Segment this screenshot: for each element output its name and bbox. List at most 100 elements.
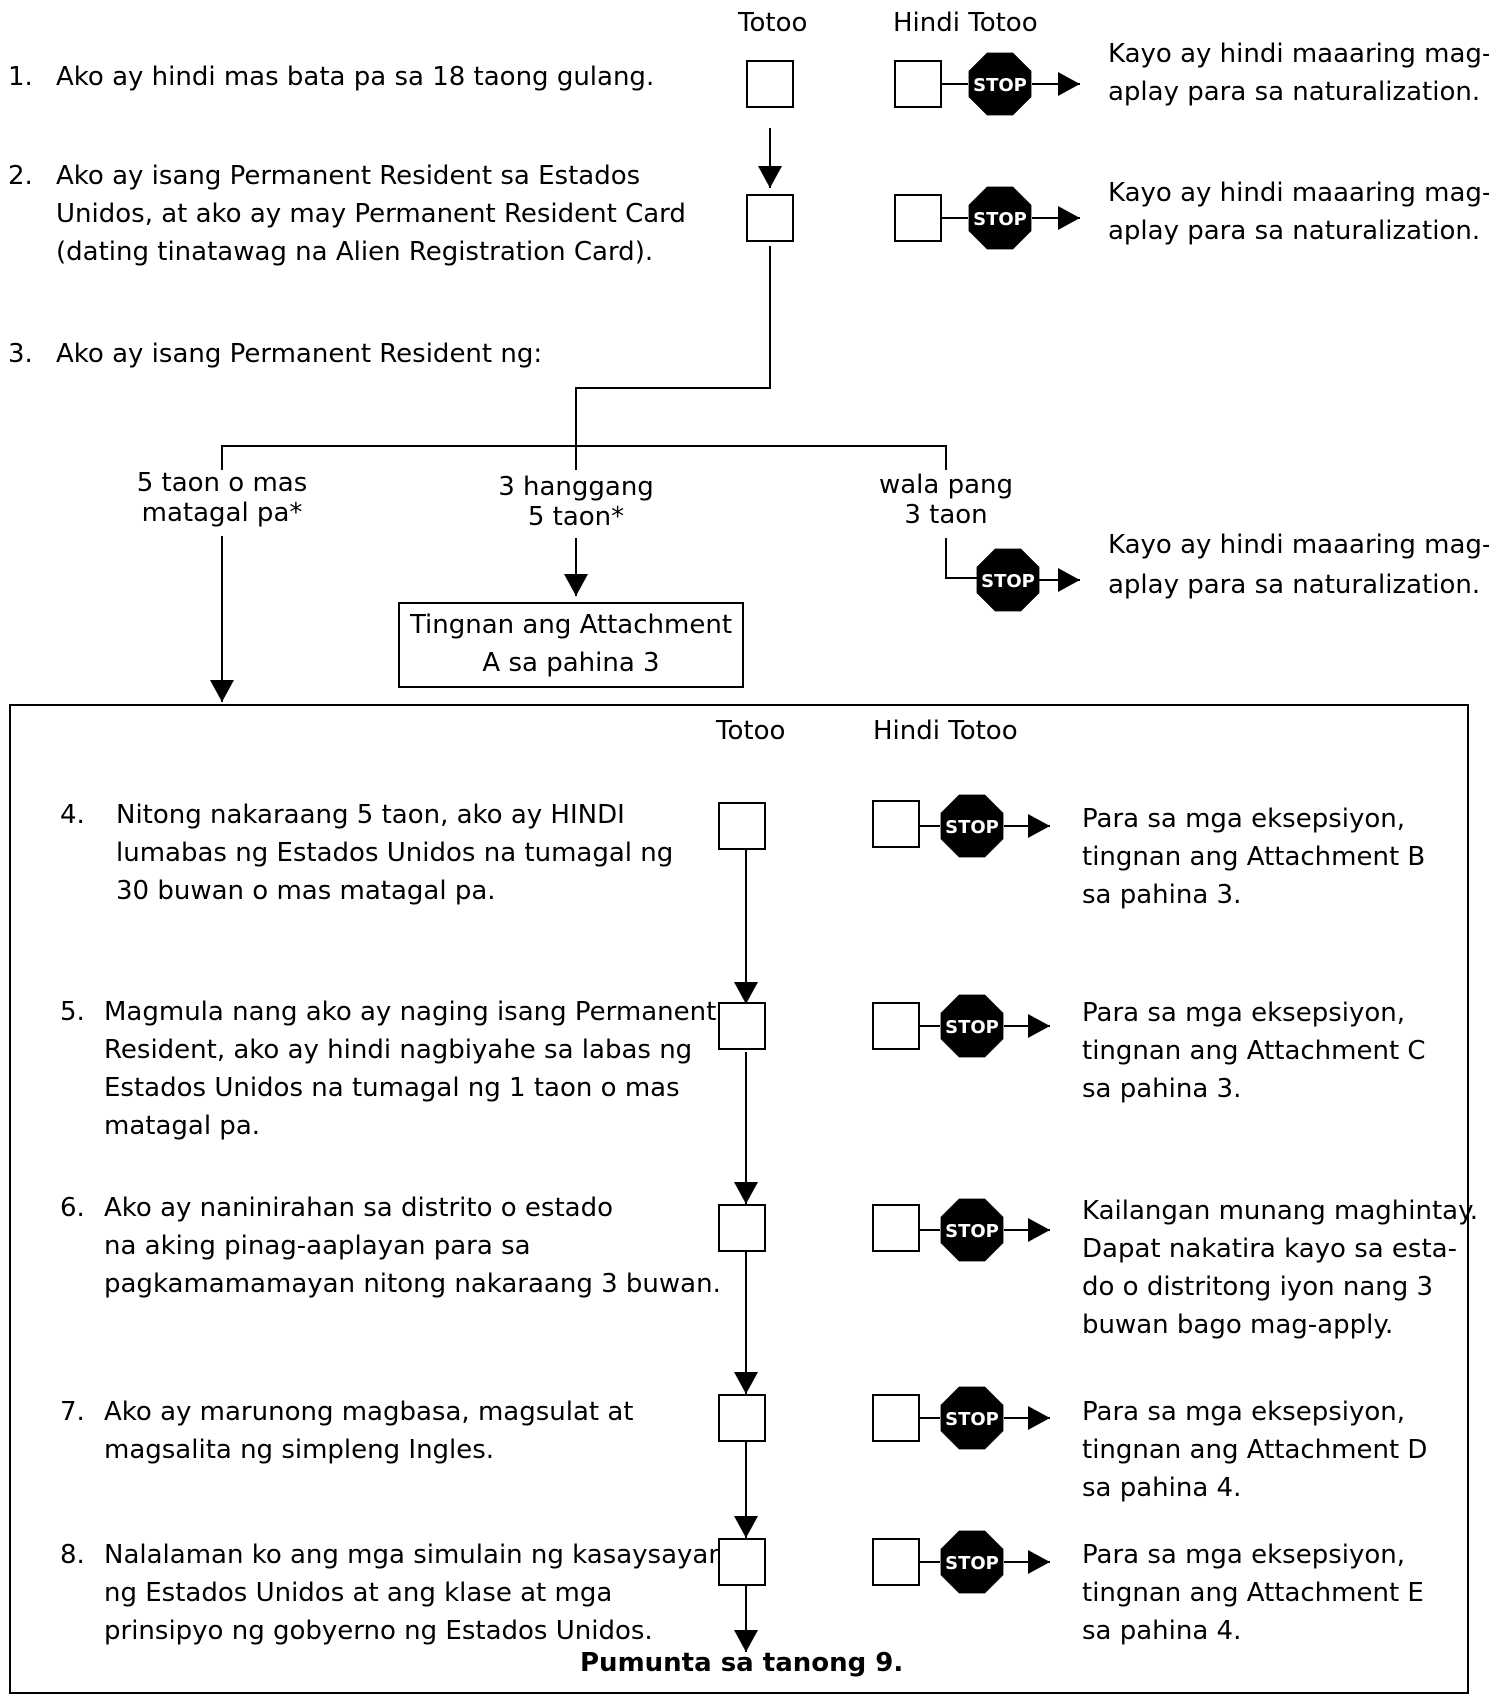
line-branch-c-stop [945, 538, 978, 579]
q4-text-line1: Nitong nakaraang 5 taon, ako ay HINDI [116, 800, 625, 830]
q8-false-checkbox[interactable] [872, 1538, 920, 1586]
line-q2-q3 [575, 246, 771, 470]
attachment-a-line2: A sa pahina 3 [482, 648, 660, 678]
q3-number: 3. [8, 339, 33, 369]
stop-octagon [940, 1386, 1004, 1450]
q3-outcome-line2: aplay para sa naturalization. [1108, 570, 1481, 600]
box-header-false: Hindi Totoo [873, 716, 1018, 746]
stop-label: STOP [945, 1221, 999, 1242]
stop-label: STOP [945, 817, 999, 838]
q4-outcome-line3: sa pahina 3. [1082, 880, 1242, 910]
q1-stop-sign: STOP [968, 52, 1032, 116]
stop-label: STOP [945, 1017, 999, 1038]
attachment-a-line1: Tingnan ang Attachment [409, 610, 733, 640]
q5-true-checkbox[interactable] [718, 1002, 766, 1050]
q2-false-checkbox[interactable] [894, 194, 942, 242]
box-header-true: Totoo [716, 716, 786, 746]
q5-number: 5. [60, 997, 85, 1027]
stop-octagon [968, 186, 1032, 250]
stop-octagon [940, 1198, 1004, 1262]
q6-outcome-line2: Dapat nakatira kayo sa esta- [1082, 1234, 1457, 1264]
q5-text-line3: Estados Unidos na tumagal ng 1 taon o ma… [104, 1073, 680, 1103]
q8-outcome-line2: tingnan ang Attachment E [1082, 1578, 1424, 1608]
q4-text-line2: lumabas ng Estados Unidos na tumagal ng [116, 838, 674, 868]
q5-text-line4: matagal pa. [104, 1111, 261, 1141]
q1-number: 1. [8, 62, 33, 92]
q5-false-checkbox[interactable] [872, 1002, 920, 1050]
q2-outcome-line1: Kayo ay hindi maaaring mag- [1108, 178, 1489, 208]
q4-outcome-line2: tingnan ang Attachment B [1082, 842, 1426, 872]
q5-text-line2: Resident, ako ay hindi nagbiyahe sa laba… [104, 1035, 693, 1065]
stop-label: STOP [945, 1553, 999, 1574]
q5-text-line1: Magmula nang ako ay naging isang Permane… [104, 997, 717, 1027]
header-false: Hindi Totoo [893, 8, 1038, 38]
q7-outcome-line1: Para sa mga eksepsiyon, [1082, 1397, 1406, 1427]
stop-label: STOP [973, 209, 1027, 230]
q2-text-line1: Ako ay isang Permanent Resident sa Estad… [56, 161, 641, 191]
q4-outcome-line1: Para sa mga eksepsiyon, [1082, 804, 1406, 834]
q4-true-checkbox[interactable] [718, 802, 766, 850]
q8-true-checkbox[interactable] [718, 1538, 766, 1586]
q6-outcome-line1: Kailangan munang maghintay. [1082, 1196, 1479, 1226]
q5-outcome-line3: sa pahina 3. [1082, 1074, 1242, 1104]
q6-stop-sign: STOP [940, 1198, 1004, 1262]
stop-octagon [968, 52, 1032, 116]
branch-bar [221, 445, 947, 470]
q4-number: 4. [60, 800, 85, 830]
branch-5-years-line2: matagal pa* [141, 498, 303, 528]
q7-false-checkbox[interactable] [872, 1394, 920, 1442]
q4-text-line3: 30 buwan o mas matagal pa. [116, 876, 496, 906]
stop-label: STOP [973, 75, 1027, 96]
q8-number: 8. [60, 1540, 85, 1570]
q3-outcome-line1: Kayo ay hindi maaaring mag- [1108, 530, 1489, 560]
header-true: Totoo [738, 8, 808, 38]
q1-true-checkbox[interactable] [746, 60, 794, 108]
q4-false-checkbox[interactable] [872, 800, 920, 848]
q4-stop-sign: STOP [940, 794, 1004, 858]
q6-true-checkbox[interactable] [718, 1204, 766, 1252]
q7-number: 7. [60, 1397, 85, 1427]
q8-outcome-line1: Para sa mga eksepsiyon, [1082, 1540, 1406, 1570]
q7-outcome-line3: sa pahina 4. [1082, 1473, 1242, 1503]
branch-3-5-years-line1: 3 hanggang [498, 472, 654, 502]
q8-text-line1: Nalalaman ko ang mga simulain ng kasaysa… [104, 1540, 725, 1570]
q1-outcome-line2: aplay para sa naturalization. [1108, 77, 1481, 107]
stop-label: STOP [981, 571, 1035, 592]
q7-true-checkbox[interactable] [718, 1394, 766, 1442]
q3-stop-sign: STOP [976, 548, 1040, 612]
q6-outcome-line3: do o distritong iyon nang 3 [1082, 1272, 1434, 1302]
stop-octagon [940, 794, 1004, 858]
stop-octagon [976, 548, 1040, 612]
q7-text-line1: Ako ay marunong magbasa, magsulat at [104, 1397, 634, 1427]
q2-text-line2: Unidos, at ako ay may Permanent Resident… [56, 199, 686, 229]
q6-false-checkbox[interactable] [872, 1204, 920, 1252]
q3-text: Ako ay isang Permanent Resident ng: [56, 339, 543, 369]
q5-outcome-line2: tingnan ang Attachment C [1082, 1036, 1426, 1066]
q8-text-line3: prinsipyo ng gobyerno ng Estados Unidos. [104, 1616, 653, 1646]
stop-octagon [940, 1530, 1004, 1594]
q6-text-line1: Ako ay naninirahan sa distrito o estado [104, 1193, 614, 1223]
q6-text-line2: na aking pinag-aaplayan para sa [104, 1231, 531, 1261]
q6-outcome-line4: buwan bago mag-apply. [1082, 1310, 1394, 1340]
q6-text-line3: pagkamamamayan nitong nakaraang 3 buwan. [104, 1269, 721, 1299]
q7-outcome-line2: tingnan ang Attachment D [1082, 1435, 1428, 1465]
q8-text-line2: ng Estados Unidos at ang klase at mga [104, 1578, 613, 1608]
q8-outcome-line3: sa pahina 4. [1082, 1616, 1242, 1646]
q6-number: 6. [60, 1193, 85, 1223]
q2-true-checkbox[interactable] [746, 194, 794, 242]
branch-under-3-years-line2: 3 taon [904, 500, 988, 530]
q2-text-line3: (dating tinatawag na Alien Registration … [56, 237, 654, 267]
go-to-question-9: Pumunta sa tanong 9. [580, 1648, 904, 1678]
branch-3-5-years-line2: 5 taon* [527, 502, 625, 532]
q1-false-checkbox[interactable] [894, 60, 942, 108]
q2-outcome-line2: aplay para sa naturalization. [1108, 216, 1481, 246]
attachment-a-box [398, 602, 744, 688]
q1-text: Ako ay hindi mas bata pa sa 18 taong gul… [56, 62, 655, 92]
stop-octagon [940, 994, 1004, 1058]
q2-number: 2. [8, 161, 33, 191]
branch-under-3-years-line1: wala pang [878, 470, 1014, 500]
q1-outcome-line1: Kayo ay hindi maaaring mag- [1108, 39, 1489, 69]
q8-stop-sign: STOP [940, 1530, 1004, 1594]
q7-text-line2: magsalita ng simpleng Ingles. [104, 1435, 495, 1465]
